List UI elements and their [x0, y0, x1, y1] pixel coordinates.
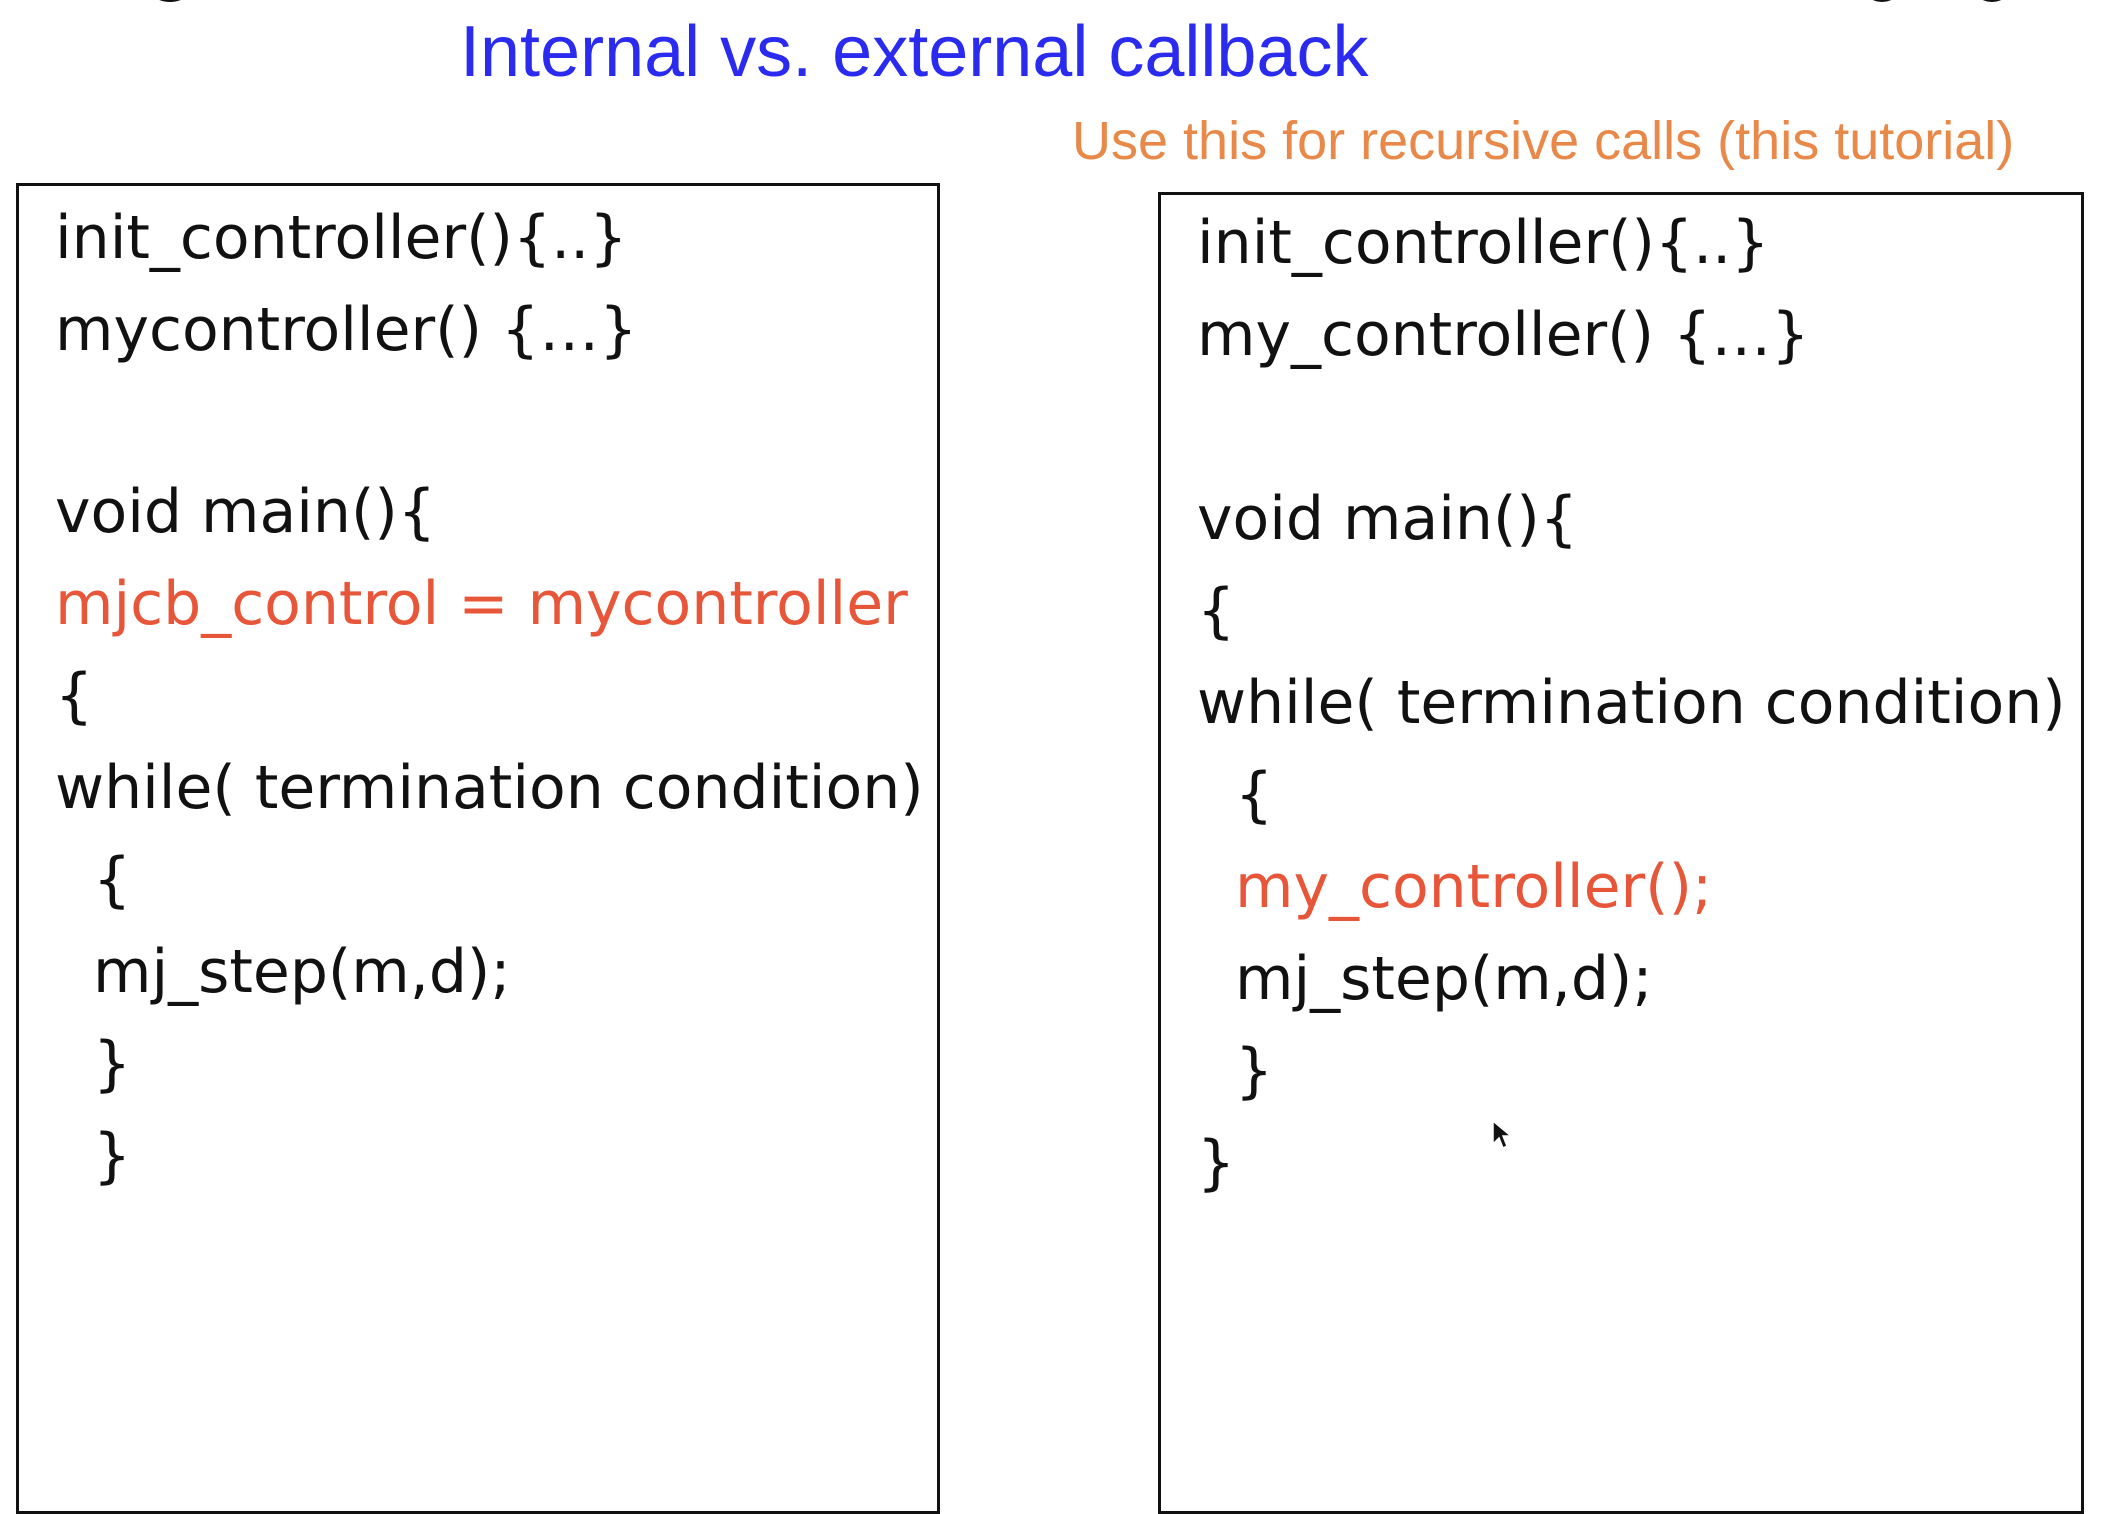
code-line-main: void main(){ [55, 477, 436, 547]
code-line-init-controller: init_controller(){..} [1197, 208, 1770, 278]
code-line-while: while( termination condition) [55, 753, 924, 823]
external-callback-code-panel: init_controller(){..} my_controller() {…… [1158, 192, 2084, 1514]
cropped-heading-fragment [40, 0, 2040, 20]
recursive-calls-note: Use this for recursive calls (this tutor… [1072, 111, 2015, 171]
slide-subtitle: Internal vs. external callback [460, 12, 1369, 92]
code-line-mj-step: mj_step(m,d); [93, 937, 511, 1007]
cropped-glyph [1970, 0, 2014, 2]
code-line-callback-assign: mjcb_control = mycontroller [55, 569, 908, 639]
code-line-close-brace: } [1197, 1128, 1236, 1198]
code-line-while-close-brace: } [1235, 1036, 1274, 1106]
cropped-glyph [1860, 0, 1904, 2]
code-line-while: while( termination condition) [1197, 668, 2066, 738]
code-line-while-close-brace: } [93, 1029, 132, 1099]
code-line-while-open-brace: { [1235, 760, 1274, 830]
internal-callback-code-panel: init_controller(){..} mycontroller() {…}… [16, 183, 940, 1514]
code-line-mj-step: mj_step(m,d); [1235, 944, 1653, 1014]
code-line-main: void main(){ [1197, 484, 1578, 554]
code-line-close-brace: } [93, 1121, 132, 1191]
code-line-open-brace: { [55, 661, 94, 731]
code-line-controller-call: my_controller(); [1235, 852, 1713, 922]
code-line-while-open-brace: { [93, 845, 132, 915]
mouse-pointer-icon [1492, 1120, 1514, 1150]
code-line-controller-def: mycontroller() {…} [55, 295, 638, 365]
cropped-glyph [140, 0, 200, 2]
code-line-controller-def: my_controller() {…} [1197, 300, 1810, 370]
code-line-open-brace: { [1197, 576, 1236, 646]
code-line-init-controller: init_controller(){..} [55, 203, 628, 273]
